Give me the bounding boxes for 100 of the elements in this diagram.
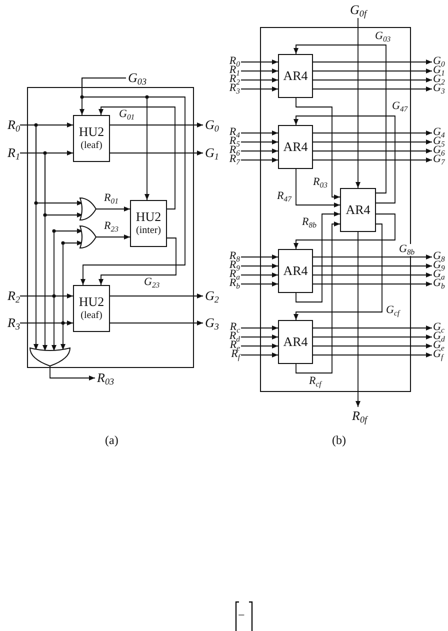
wire-arrow [312,130,432,136]
wire-arrow [240,158,278,162]
wire-arrow [296,222,340,374]
block-sublabel: (leaf) [80,310,102,323]
wire-arrow [20,152,48,352]
logic-block [73,115,110,162]
wire-arrow [240,272,278,278]
signal-label: R$_{f}$ [231,349,240,361]
or-gate [30,348,70,366]
wire-arrow [294,116,396,204]
logic-block [278,54,313,98]
wire-arrow [240,352,278,358]
signal-label: G$_{3}$ [205,316,219,332]
signal-label: R$_{3}$ [229,83,240,95]
signal-label: R$_{2}$ [8,289,20,305]
wire-arrow [240,86,278,92]
wire-arrow [294,214,396,250]
block-label: AR4 [283,334,308,350]
wire-arrow [240,130,278,136]
signal-label: R$_{03}$ [97,371,114,387]
wire-arrow [356,18,360,188]
signal-label: R$_{0f}$ [352,409,368,425]
panel-caption: (a) [105,433,118,448]
edge-label: R$_{8b}$ [301,217,318,229]
wire-arrow [312,68,432,74]
wire-arrow [312,254,432,260]
wire-arrow [312,140,432,144]
wire-arrow [240,140,278,144]
block-label: AR4 [283,262,308,280]
wire-arrow [20,296,56,352]
wire-arrow [110,122,204,128]
logic-block [278,125,313,169]
wire-arrow [20,124,38,350]
frame-box [27,87,194,368]
wire-arrow [240,282,278,286]
wire-arrow [240,254,278,260]
logic-block [130,200,167,247]
signal-label: G$_{1}$ [205,146,219,162]
block-sublabel: (leaf) [80,140,102,153]
wire-arrow [96,206,130,212]
block-label: AR4 [346,202,370,218]
wire-arrow [312,272,432,278]
logic-block [278,249,313,293]
wire-arrow [240,334,278,340]
edge-label: G$_{01}$ [118,109,136,121]
wire-arrow [98,238,176,286]
wire-arrow [98,106,176,210]
signal-label: R$_{0}$ [8,118,20,134]
edge-label: G$_{cf}$ [385,305,401,317]
edge-label: G$_{03}$ [374,31,392,43]
edge-label: R$_{47}$ [276,191,292,203]
wire-arrow [240,78,278,82]
wire-arrow [294,224,382,320]
wire-arrow [296,98,340,200]
signal-label: G$_{b}$ [433,278,445,290]
signal-label: G$_{03}$ [128,71,146,87]
block-label: AR4 [283,138,308,156]
signal-label: R$_{b}$ [229,278,240,290]
wire-arrow [294,44,386,194]
signal-label: R$_{3}$ [8,316,20,332]
wire-arrow [312,78,432,82]
wire-arrow [240,344,278,348]
wire-arrow [110,150,204,156]
signal-label: G$_{3}$ [433,83,445,95]
wire-arrow [80,78,186,286]
or-gate [80,198,96,220]
logic-block [73,285,110,332]
edge-label: R$_{03}$ [312,177,328,189]
wire-arrow [110,320,204,326]
wire-arrow [312,158,432,162]
wire-arrow [110,294,204,298]
wire-arrow [356,232,360,408]
edge-label: R$_{01}$ [103,193,120,205]
wire-arrow [240,264,278,268]
minus-sign: − [238,608,245,623]
edge-label: G$_{23}$ [143,277,161,289]
wire-arrow [296,212,340,302]
wire-arrow [312,148,432,154]
wire-arrow [20,322,66,350]
wire-arrow [312,60,432,64]
edge-label: R$_{23}$ [103,221,120,233]
wire-arrow [240,60,278,64]
wire-arrow [312,334,432,340]
signal-label: G$_{0}$ [205,118,219,134]
panel-caption: (b) [332,433,346,448]
edge-label: G$_{47}$ [391,101,409,113]
block-label: HU2 [78,294,104,310]
signal-label: G$_{f}$ [433,349,444,361]
wire-arrow [312,86,432,92]
block-label: AR4 [283,68,308,84]
edge-label: R$_{cf}$ [308,376,322,388]
wire-arrow [50,366,96,380]
block-label: HU2 [136,209,162,226]
wire-arrow [240,326,278,330]
wire-arrow [312,344,432,348]
block-sublabel: (inter) [136,225,161,238]
or-gate [80,226,96,248]
block-label: HU2 [78,124,104,140]
signal-label: G$_{2}$ [205,289,219,305]
wire-arrow [312,264,432,268]
